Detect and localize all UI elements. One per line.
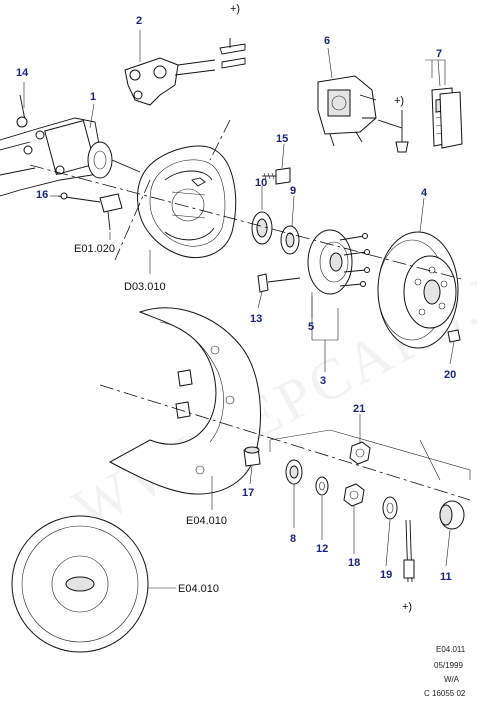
callout-17: 17 (242, 487, 254, 499)
brake-backing-plate (137, 145, 237, 259)
footer-code: E04.011 (436, 645, 466, 654)
nut-21 (349, 441, 371, 465)
callout-8: 8 (290, 533, 296, 545)
footer-market: W/A (444, 675, 460, 684)
callout-3: 3 (320, 375, 326, 387)
washer-12 (315, 476, 329, 496)
callout-1: 1 (90, 91, 96, 103)
brake-pads (431, 87, 463, 149)
callout-14: 14 (16, 67, 29, 79)
callout-18: 18 (348, 557, 360, 569)
callout-11: 11 (440, 571, 452, 583)
brake-disc (377, 231, 459, 349)
callout-numbers: 1 2 3 4 5 6 7 8 9 10 11 12 13 14 15 16 1… (16, 15, 456, 583)
bearing-10 (251, 211, 273, 245)
hub-cap (11, 515, 149, 653)
wheel-hub (307, 229, 370, 295)
lock-19 (382, 496, 398, 520)
nut-18 (343, 483, 365, 507)
split-pin (403, 519, 415, 583)
ref-e01-020[interactable]: E01.020 (74, 243, 115, 255)
bearing-8 (285, 459, 303, 485)
plus-mark-top: +) (230, 3, 240, 15)
plus-mark-caliper: +) (394, 95, 404, 107)
footer-catalog: C 16055 02 (424, 689, 466, 698)
screw-20 (447, 329, 461, 343)
callout-10: 10 (255, 177, 267, 189)
callout-2: 2 (136, 15, 142, 27)
footer-date: 05/1999 (434, 661, 463, 670)
axis-lines (29, 119, 471, 501)
bearing-9 (280, 225, 300, 255)
callout-21: 21 (353, 403, 365, 415)
callout-19: 19 (380, 569, 392, 581)
brake-caliper (317, 75, 409, 153)
callout-5: 5 (308, 321, 314, 333)
axle-assembly (0, 94, 141, 197)
callout-20: 20 (444, 369, 456, 381)
callout-7: 7 (436, 48, 442, 60)
callout-16: 16 (36, 189, 48, 201)
cap-11 (439, 500, 465, 530)
wheel-stud-13 (257, 273, 301, 293)
callout-4: 4 (421, 187, 428, 199)
ref-e04-010-cap[interactable]: E04.010 (178, 583, 219, 595)
callout-6: 6 (324, 35, 330, 47)
wheel-cylinder (57, 192, 123, 231)
dust-shield (108, 307, 261, 495)
bolt-15 (262, 167, 291, 185)
plus-mark-bottom: +) (402, 601, 412, 613)
ref-d03-010[interactable]: D03.010 (124, 281, 166, 293)
brake-bracket (124, 38, 246, 106)
sleeve-17 (243, 446, 261, 467)
callout-15: 15 (276, 133, 288, 145)
footer-block: E04.011 05/1999 W/A C 16055 02 (424, 645, 466, 698)
ref-e04-010-shield[interactable]: E04.010 (186, 515, 227, 527)
group-brackets (269, 59, 471, 481)
callout-12: 12 (316, 543, 328, 555)
leader-lines (23, 30, 455, 589)
callout-13: 13 (250, 313, 262, 325)
callout-9: 9 (290, 185, 296, 197)
